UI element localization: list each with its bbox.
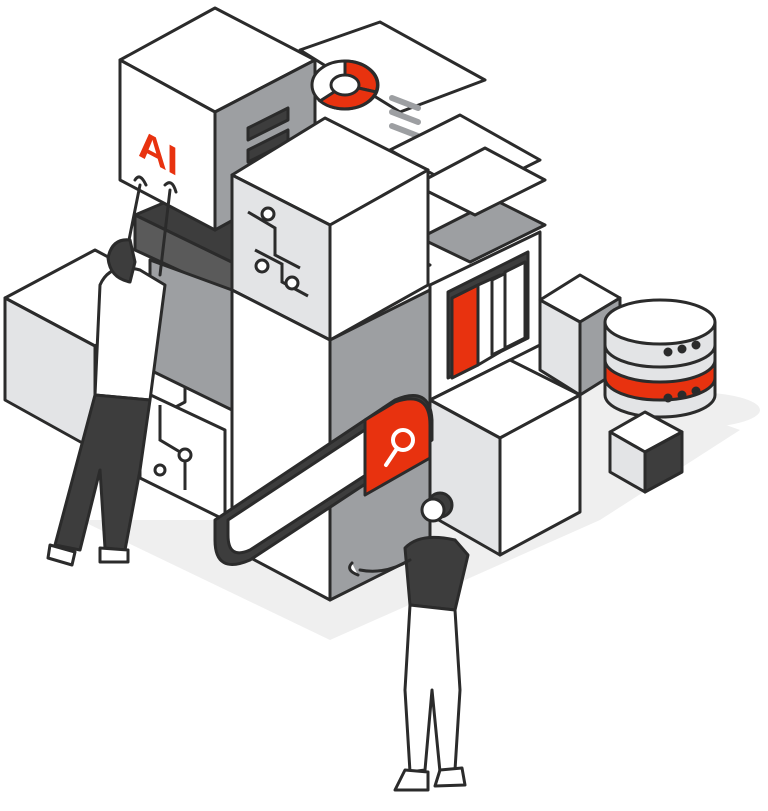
document-stack (388, 113, 547, 264)
woman-figure (348, 491, 470, 792)
folder-icon (450, 260, 527, 380)
database-icon (603, 298, 717, 419)
circuit-trace-lower (153, 405, 193, 490)
chart-icon (310, 59, 421, 139)
search-icon (384, 428, 415, 467)
circuit-icon (247, 206, 309, 298)
man-figure (46, 175, 178, 567)
small-cube (608, 410, 684, 494)
front-right-cube (428, 358, 582, 557)
